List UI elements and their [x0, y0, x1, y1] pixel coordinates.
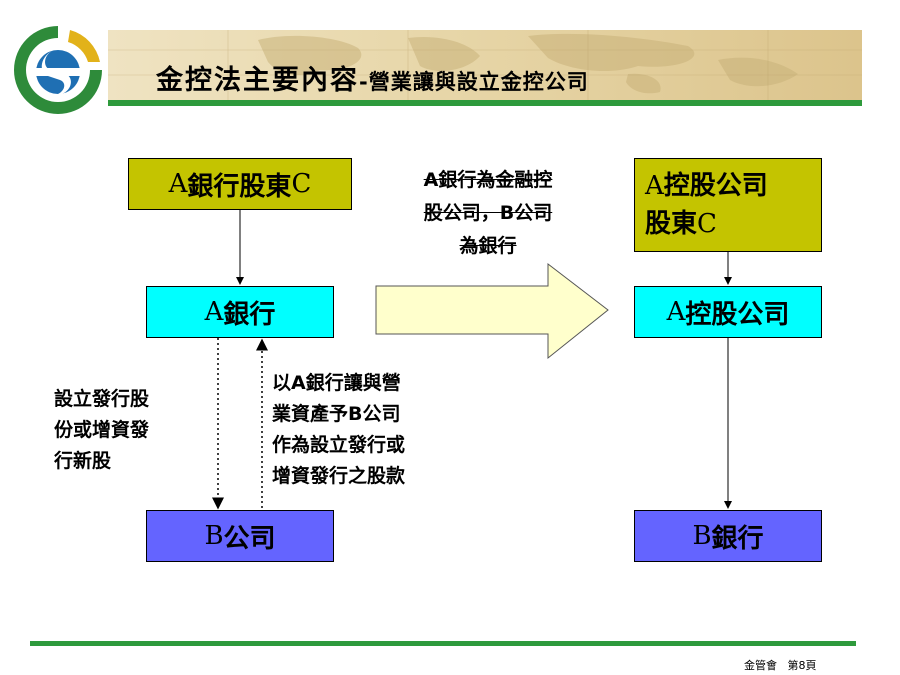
label-prefix: B	[204, 521, 224, 551]
footer-page: 第8頁	[787, 659, 817, 672]
note-line: 份或增資發	[54, 419, 150, 441]
label-text: 銀行股東	[187, 171, 292, 202]
label-text: 控股公司	[685, 299, 790, 330]
transition-line: 股公司，B公司	[423, 202, 553, 224]
header-band	[108, 30, 862, 100]
label-suffix: C	[697, 209, 717, 239]
transition-line: A銀行為金融控	[423, 169, 553, 191]
note-line: 業資產予B公司	[272, 403, 401, 425]
footer-org: 金管會	[744, 659, 777, 672]
transition-big-arrow	[375, 262, 609, 360]
label-suffix: C	[291, 169, 312, 199]
label-text: 銀行	[711, 523, 764, 554]
note-line: 以A銀行讓與營	[272, 372, 401, 394]
note-line: 作為設立發行或	[272, 434, 406, 456]
label-prefix: A	[666, 297, 686, 327]
note-line: 增資發行之股款	[272, 465, 406, 487]
label-prefix: A	[204, 297, 224, 327]
label-line-2: 股東C	[645, 205, 717, 243]
title-main: 金控法主要內容	[156, 65, 359, 96]
transition-line: 為銀行	[459, 235, 517, 257]
footer-rule	[30, 641, 856, 646]
title-sub: -營業讓與設立金控公司	[359, 70, 589, 94]
label-prefix: A	[168, 169, 188, 199]
note-line: 行新股	[54, 450, 112, 472]
label-line-1: A控股公司	[645, 167, 768, 205]
label-text: 股東	[645, 209, 698, 239]
label-prefix: B	[692, 521, 712, 551]
world-map-decoration	[108, 30, 862, 100]
note-issue-shares: 設立發行股 份或增資發 行新股	[54, 384, 149, 477]
note-transfer-assets: 以A銀行讓與營 業資產予B公司 作為設立發行或 增資發行之股款	[272, 368, 405, 492]
label-prefix: A	[645, 171, 664, 201]
fsc-logo-icon	[14, 26, 102, 114]
page-title: 金控法主要內容-營業讓與設立金控公司	[156, 58, 589, 97]
note-line: 設立發行股	[54, 388, 150, 410]
header-rule	[108, 100, 862, 106]
transition-description: A銀行為金融控 股公司，B公司 為銀行	[384, 164, 592, 263]
label-text: 控股公司	[663, 171, 768, 201]
footer: 金管會 第8頁	[744, 657, 817, 673]
box-a-holding-shareholder-c: A控股公司 股東C	[634, 158, 822, 252]
label-text: 公司	[223, 523, 276, 554]
label-text: 銀行	[223, 299, 276, 330]
